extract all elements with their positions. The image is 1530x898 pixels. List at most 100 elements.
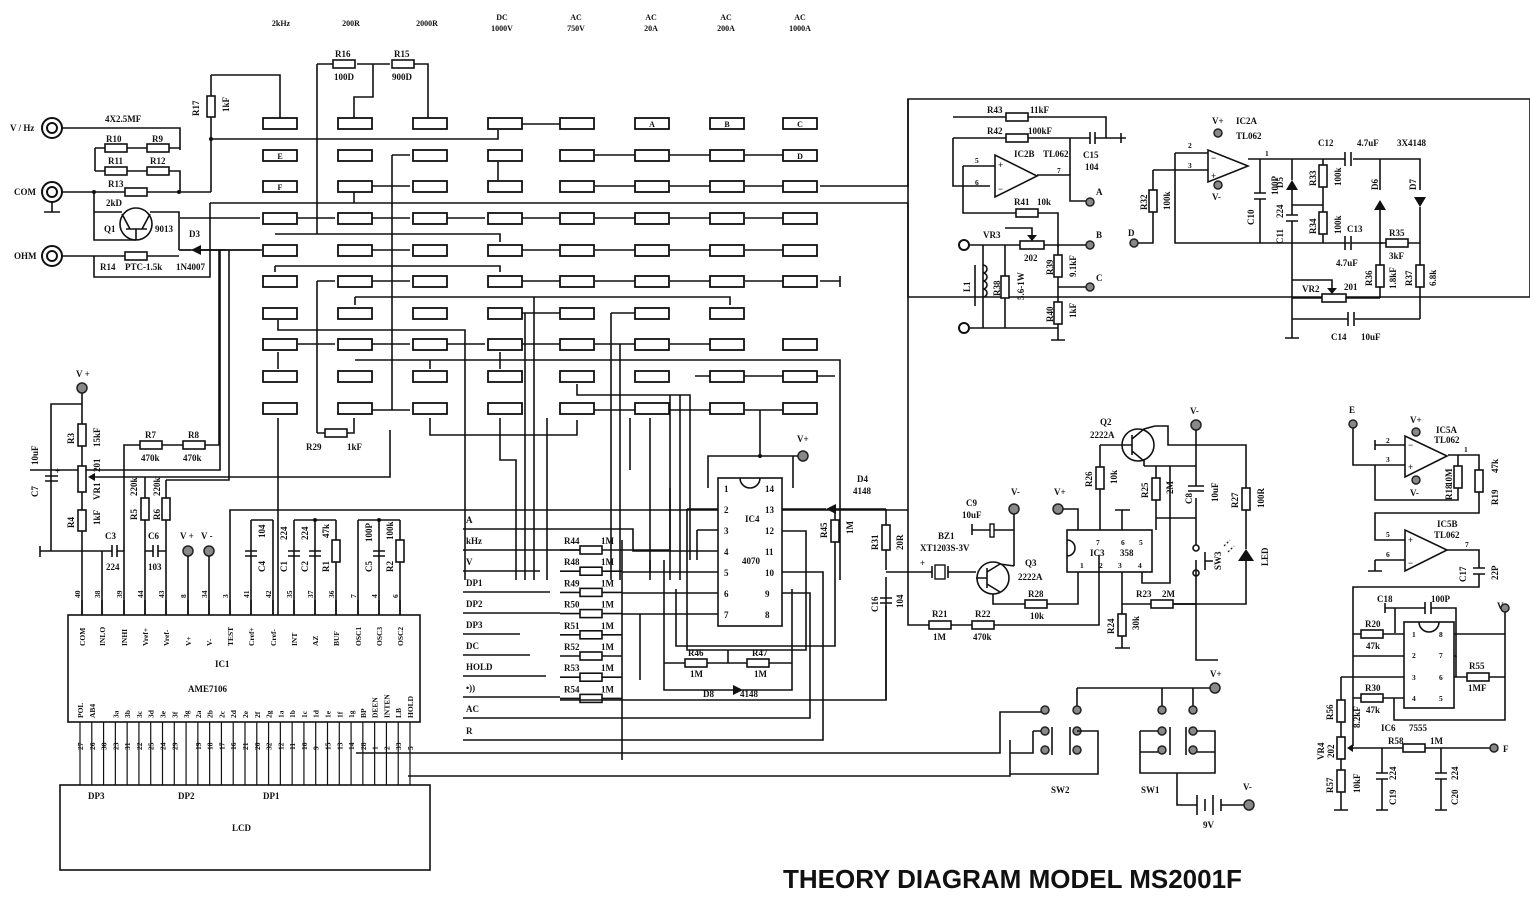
output-a-terminal[interactable] xyxy=(1085,197,1095,207)
input-e-terminal[interactable] xyxy=(1348,419,1358,429)
switch-pad[interactable] xyxy=(412,338,448,351)
switch-pad[interactable] xyxy=(412,149,448,162)
switch-pad[interactable] xyxy=(634,244,670,257)
switch-pad[interactable] xyxy=(559,275,595,288)
switch-pad[interactable] xyxy=(559,212,595,225)
switch-pad[interactable] xyxy=(337,180,373,193)
pushbutton-sw3-icon[interactable] xyxy=(1204,552,1213,570)
switch-pad[interactable] xyxy=(634,402,670,415)
vplus-terminal[interactable] xyxy=(76,382,88,394)
switch-pad[interactable] xyxy=(559,149,595,162)
switch-pad[interactable] xyxy=(262,307,298,320)
switch-pad[interactable] xyxy=(634,370,670,383)
ic2a-vminus-terminal[interactable] xyxy=(1213,180,1223,190)
switch-pad[interactable] xyxy=(337,402,373,415)
switch-pad[interactable] xyxy=(782,180,818,193)
switch-pad[interactable] xyxy=(337,244,373,257)
switch-pad[interactable] xyxy=(412,370,448,383)
switch-pad[interactable] xyxy=(709,307,745,320)
switch-pad[interactable] xyxy=(782,370,818,383)
switch-pad[interactable] xyxy=(782,402,818,415)
jack-v-hz[interactable] xyxy=(41,117,63,139)
power-vplus-terminal[interactable] xyxy=(1209,682,1221,694)
switch-pad[interactable] xyxy=(634,149,670,162)
switch-pad[interactable] xyxy=(559,402,595,415)
switch-pad[interactable]: B xyxy=(709,117,745,130)
switch-pad[interactable] xyxy=(487,244,523,257)
switch-pad[interactable] xyxy=(337,338,373,351)
switch-pad[interactable] xyxy=(782,212,818,225)
ic5-vplus-terminal[interactable] xyxy=(1411,427,1421,437)
switch-pad[interactable] xyxy=(559,338,595,351)
switch-pad[interactable] xyxy=(487,338,523,351)
switch-pad[interactable] xyxy=(412,212,448,225)
switch-pad[interactable] xyxy=(487,370,523,383)
switch-pad[interactable] xyxy=(487,307,523,320)
ic3-vplus-terminal[interactable] xyxy=(1052,503,1064,515)
ic2a-vplus-terminal[interactable] xyxy=(1213,128,1223,138)
ic6-vplus-terminal[interactable] xyxy=(1500,603,1510,613)
switch-pad[interactable] xyxy=(337,212,373,225)
switch-pad[interactable] xyxy=(412,180,448,193)
switch-pad[interactable] xyxy=(262,338,298,351)
switch-pad[interactable] xyxy=(709,402,745,415)
switch-pad[interactable]: C xyxy=(782,117,818,130)
switch-pad[interactable] xyxy=(487,149,523,162)
switch-pad[interactable]: A xyxy=(634,117,670,130)
switch-pad[interactable] xyxy=(487,275,523,288)
switch-pad[interactable] xyxy=(709,370,745,383)
c9-vminus-terminal[interactable] xyxy=(1008,503,1020,515)
switch-pad[interactable] xyxy=(709,212,745,225)
switch-pad[interactable] xyxy=(412,275,448,288)
switch-sw2[interactable] xyxy=(1010,705,1099,775)
switch-pad[interactable] xyxy=(412,244,448,257)
switch-pad[interactable] xyxy=(262,275,298,288)
switch-pad[interactable] xyxy=(337,275,373,288)
switch-pad[interactable] xyxy=(559,117,595,130)
ic5-vminus-terminal[interactable] xyxy=(1411,475,1421,485)
switch-pad[interactable] xyxy=(709,338,745,351)
switch-pad[interactable] xyxy=(262,117,298,130)
switch-pad[interactable]: F xyxy=(262,180,298,193)
jack-com[interactable] xyxy=(41,181,63,203)
switch-pad[interactable] xyxy=(709,244,745,257)
output-f-terminal[interactable] xyxy=(1489,743,1499,753)
switch-pad[interactable] xyxy=(634,338,670,351)
switch-pad[interactable]: D xyxy=(782,149,818,162)
switch-pad[interactable] xyxy=(337,149,373,162)
switch-pad[interactable] xyxy=(487,212,523,225)
switch-pad[interactable] xyxy=(262,212,298,225)
l1-terminal-top[interactable] xyxy=(958,239,970,251)
power-vminus-terminal[interactable] xyxy=(1243,799,1255,811)
switch-pad[interactable] xyxy=(709,275,745,288)
switch-pad[interactable] xyxy=(262,244,298,257)
output-c-terminal[interactable] xyxy=(1085,282,1095,292)
switch-pad[interactable] xyxy=(634,180,670,193)
switch-pad[interactable] xyxy=(634,212,670,225)
switch-pad[interactable] xyxy=(782,338,818,351)
switch-pad[interactable] xyxy=(634,275,670,288)
switch-pad[interactable] xyxy=(337,307,373,320)
input-d-terminal[interactable] xyxy=(1129,238,1139,248)
ic4-vplus-terminal[interactable] xyxy=(797,450,809,462)
switch-pad[interactable] xyxy=(782,244,818,257)
switch-pad[interactable] xyxy=(412,402,448,415)
vplus-terminal-2[interactable] xyxy=(182,545,194,557)
switch-pad[interactable] xyxy=(709,180,745,193)
switch-pad[interactable] xyxy=(487,180,523,193)
switch-pad[interactable] xyxy=(487,117,523,130)
vminus-terminal[interactable] xyxy=(203,545,215,557)
switch-pad[interactable] xyxy=(709,149,745,162)
switch-pad[interactable] xyxy=(559,307,595,320)
switch-pad[interactable] xyxy=(262,370,298,383)
switch-pad[interactable] xyxy=(337,117,373,130)
vminus-top-terminal[interactable] xyxy=(1190,419,1202,431)
switch-pad[interactable] xyxy=(634,307,670,320)
switch-pad[interactable] xyxy=(262,402,298,415)
l1-terminal-bottom[interactable] xyxy=(958,322,970,334)
switch-pad[interactable] xyxy=(412,117,448,130)
switch-pad[interactable] xyxy=(487,402,523,415)
switch-pad[interactable] xyxy=(412,307,448,320)
switch-sw1[interactable] xyxy=(1139,705,1216,774)
